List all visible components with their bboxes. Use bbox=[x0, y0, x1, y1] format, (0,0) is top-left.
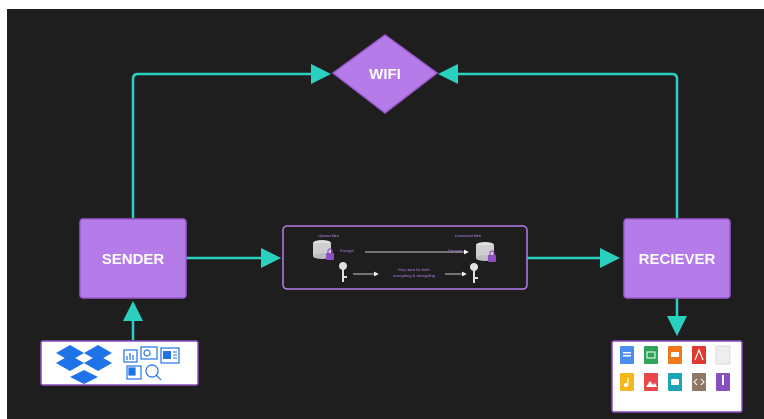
slides-orange-icon bbox=[668, 346, 682, 364]
key-icon bbox=[470, 263, 478, 283]
database-lock-icon bbox=[313, 240, 334, 260]
receiver-node: RECIEVER bbox=[623, 218, 731, 299]
key-caption-line1: Key used for both bbox=[398, 267, 429, 272]
search-doc-icon bbox=[145, 364, 162, 381]
sender-to-wifi-connector bbox=[131, 64, 331, 218]
database-unlock-icon bbox=[476, 242, 496, 262]
encryption-panel: Upload files Download files Encrypt Decr… bbox=[282, 225, 528, 290]
sender-node: SENDER bbox=[79, 218, 187, 299]
code-brown-icon bbox=[692, 373, 706, 391]
zip-purple-icon bbox=[716, 373, 730, 391]
output-files-box bbox=[611, 340, 743, 413]
dropbox-icon bbox=[56, 345, 112, 384]
receiver-to-wifi-connector bbox=[438, 64, 679, 218]
key-caption-line2: encrypting & decrypting bbox=[393, 273, 435, 278]
upload-files-caption: Upload files bbox=[318, 233, 339, 238]
encrypt-caption: Encrypt bbox=[340, 248, 354, 253]
source-files-box bbox=[40, 340, 199, 386]
pdf-red-icon bbox=[692, 346, 706, 364]
sender-label: SENDER bbox=[102, 251, 165, 268]
chart-doc-icon bbox=[123, 349, 138, 363]
publisher-icon bbox=[126, 365, 142, 380]
audio-yellow-icon bbox=[620, 373, 634, 391]
wifi-label: WIFI bbox=[369, 66, 401, 83]
receiver-label: RECIEVER bbox=[639, 251, 716, 268]
doc-blue-icon bbox=[620, 346, 634, 364]
video-teal-icon bbox=[668, 373, 682, 391]
key-icon bbox=[339, 262, 347, 282]
wifi-node: WIFI bbox=[331, 34, 439, 114]
outlook-icon bbox=[140, 346, 158, 360]
download-files-caption: Download files bbox=[455, 233, 481, 238]
sheet-green-icon bbox=[644, 346, 658, 364]
image-red-icon bbox=[644, 373, 658, 391]
decrypt-caption: Decrypt bbox=[448, 248, 463, 253]
word-icon bbox=[160, 347, 180, 364]
blank-file-icon bbox=[715, 345, 731, 365]
